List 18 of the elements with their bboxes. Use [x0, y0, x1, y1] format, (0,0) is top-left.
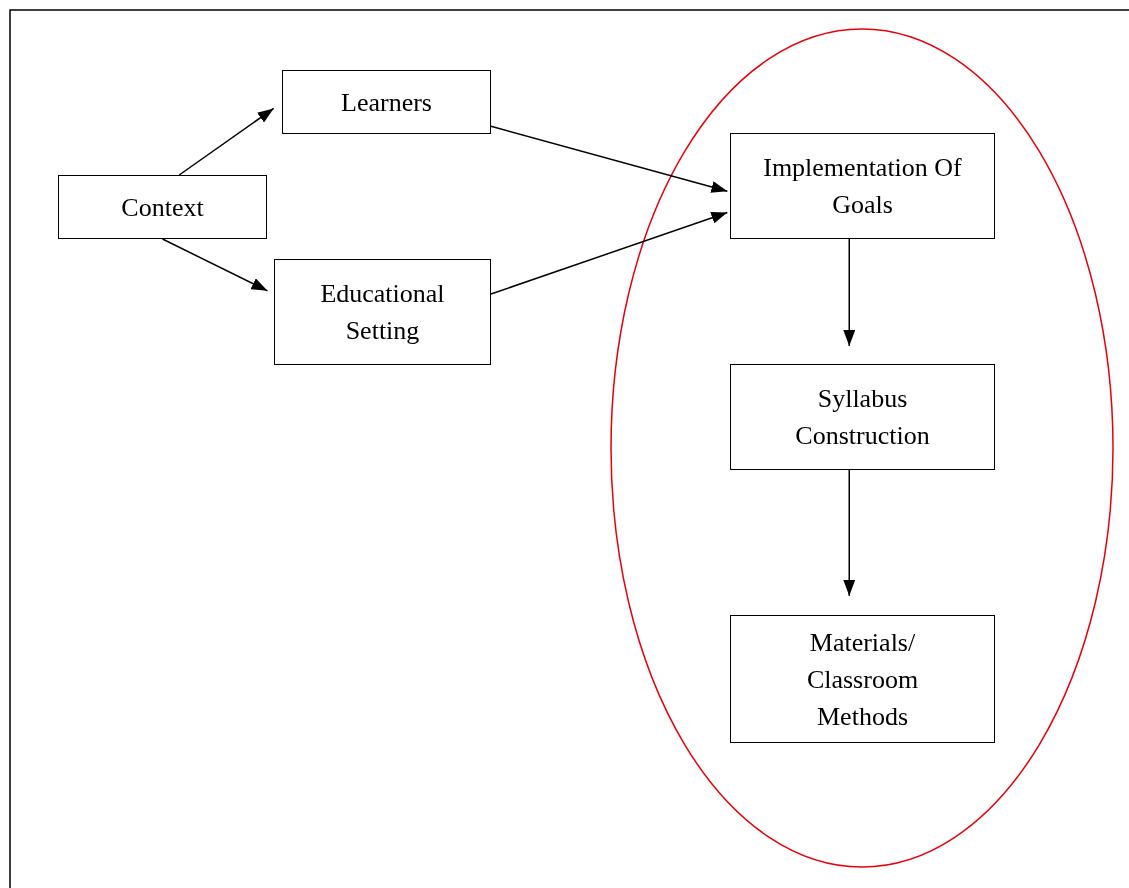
box-label: Materials/ Classroom Methods: [805, 626, 920, 733]
arrow: [843, 469, 856, 597]
arrow: [490, 125, 729, 193]
process-box: [730, 364, 995, 470]
arrow: [161, 238, 269, 292]
box-label: Learners: [341, 86, 432, 119]
process-box: [730, 615, 995, 743]
arrow: [178, 107, 275, 176]
process-box: [274, 259, 491, 365]
process-box: [282, 70, 491, 134]
box-label: Syllabus Construction: [794, 383, 931, 452]
process-box: [58, 175, 267, 239]
process-box: [730, 133, 995, 239]
box-label: Context: [121, 191, 204, 224]
box-label: Implementation Of Goals: [762, 152, 963, 221]
arrow: [490, 211, 729, 295]
arrow: [843, 238, 856, 347]
box-label: Educational Setting: [319, 278, 446, 347]
